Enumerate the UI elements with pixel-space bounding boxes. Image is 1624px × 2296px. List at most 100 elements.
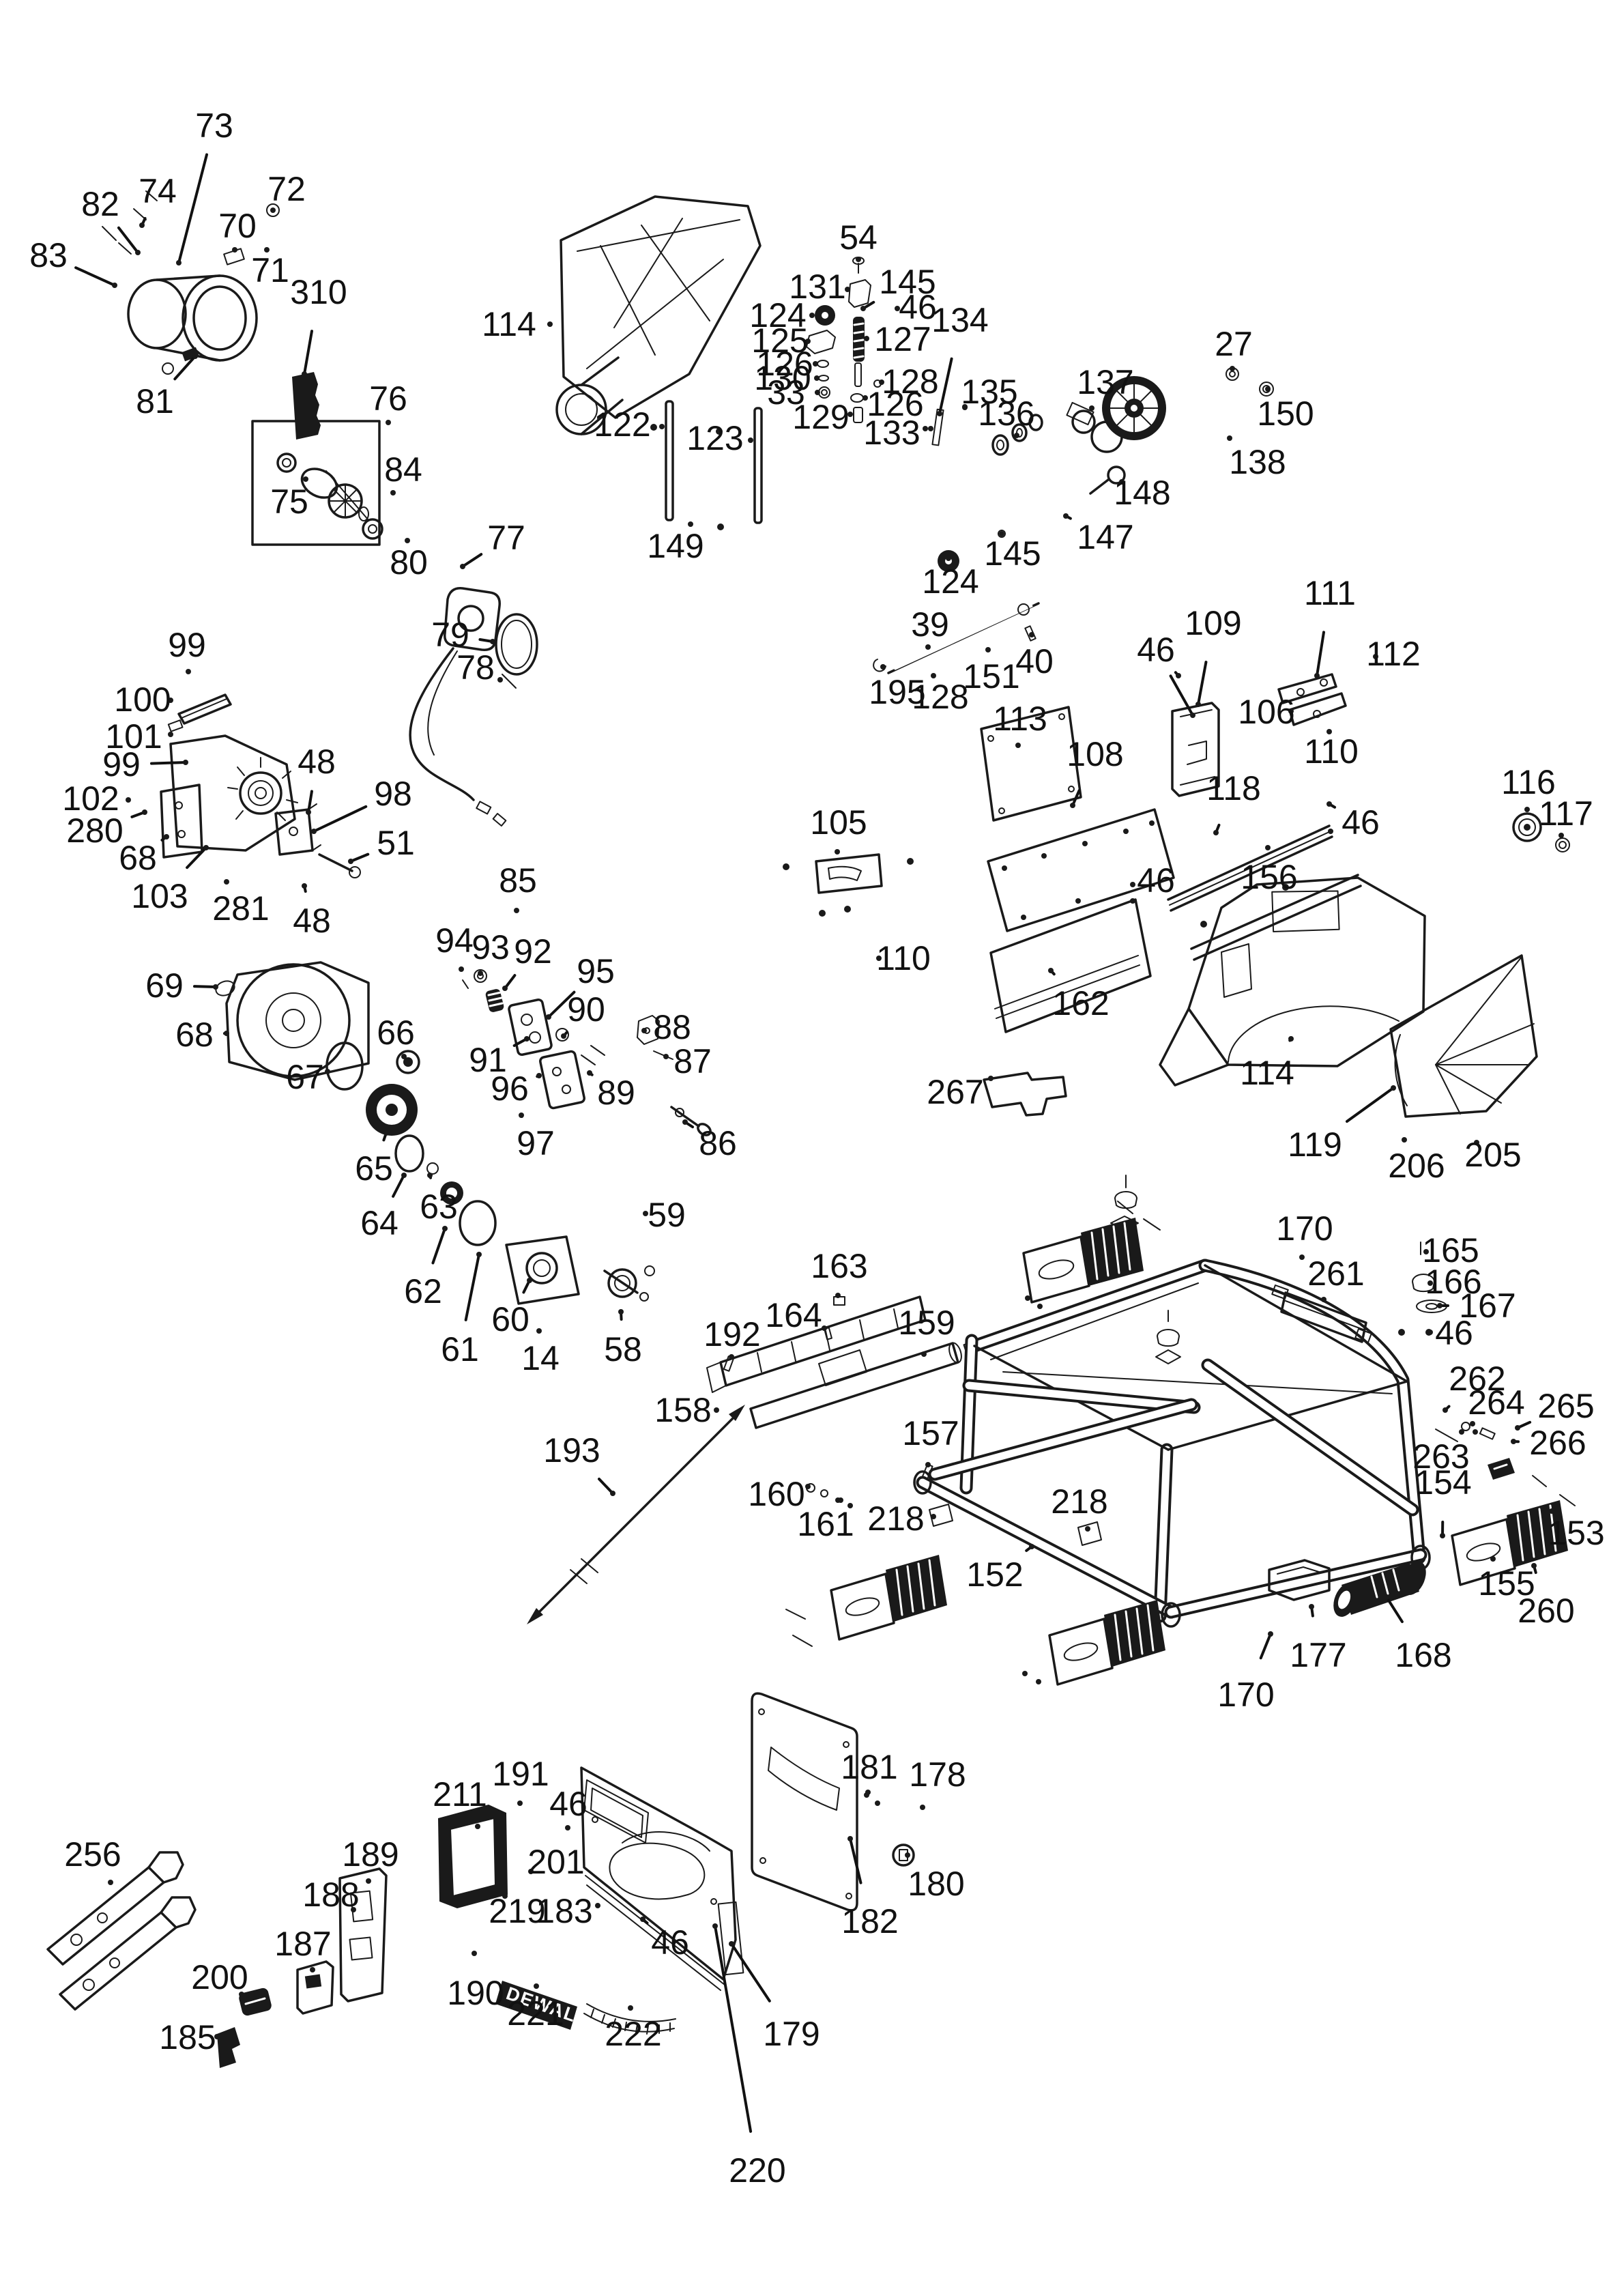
part-label-180: 180 (908, 1865, 964, 1903)
fastener-dot (847, 1836, 853, 1841)
part-label-48: 48 (293, 902, 331, 940)
leader-line (1385, 1596, 1404, 1624)
part-label-65: 65 (355, 1149, 393, 1188)
fastener-dot (325, 1069, 330, 1074)
fastener-dot (856, 257, 861, 262)
fastener-dot (390, 490, 396, 496)
fastener-dot (270, 207, 276, 213)
part-label-136: 136 (978, 394, 1034, 433)
fastener-dot (1176, 673, 1181, 678)
fastener-dot (1384, 1594, 1389, 1600)
stator-drawing (409, 587, 538, 827)
fastener-dot (547, 321, 553, 327)
fastener-dot (1288, 708, 1294, 714)
part-label-110: 110 (1304, 732, 1359, 771)
fastener-dot (809, 313, 815, 318)
fastener-dot (427, 1173, 433, 1178)
fastener-dot (1314, 673, 1320, 678)
part-label-123: 123 (686, 419, 743, 457)
part-label-91: 91 (469, 1041, 507, 1079)
part-label-158: 158 (654, 1391, 711, 1429)
part-label-14: 14 (521, 1339, 560, 1377)
leader-line (938, 357, 953, 415)
part-label-85: 85 (499, 861, 537, 900)
part-label-68: 68 (119, 839, 157, 877)
fence-rails-drawing (1167, 824, 1362, 961)
part-label-264: 264 (1468, 1383, 1524, 1422)
leader-line (464, 1253, 480, 1321)
part-label-162: 162 (1052, 984, 1109, 1022)
part-label-256: 256 (64, 1835, 121, 1874)
switch-plates-drawing (462, 969, 712, 1136)
part-label-117: 117 (1539, 794, 1593, 833)
fastener-dot (213, 984, 218, 990)
part-label-157: 157 (902, 1414, 959, 1452)
fastener-dot (1437, 1303, 1442, 1308)
part-label-46: 46 (899, 288, 937, 326)
part-label-149: 149 (647, 527, 704, 565)
fastener-dot (168, 698, 173, 703)
fastener-dot (405, 538, 410, 543)
part-label-73: 73 (195, 106, 233, 145)
fastener-dot (126, 797, 131, 803)
part-label-60: 60 (491, 1300, 530, 1338)
fastener-dot (847, 412, 853, 417)
part-label-138: 138 (1229, 443, 1286, 481)
fastener-dot (192, 354, 198, 359)
leader-line (461, 553, 483, 568)
fastener-dot (183, 760, 188, 765)
leader-line (117, 226, 139, 254)
fastener-dot (490, 639, 495, 644)
part-label-75: 75 (270, 483, 308, 521)
fastener-dot (142, 809, 147, 815)
part-label-164: 164 (765, 1296, 822, 1334)
fastener-dot (366, 1878, 371, 1884)
part-label-131: 131 (789, 268, 845, 306)
part-label-178: 178 (909, 1755, 966, 1794)
part-label-51: 51 (377, 824, 415, 862)
part-label-114: 114 (1240, 1054, 1294, 1092)
panels-drawing (783, 706, 1175, 1117)
part-label-81: 81 (136, 382, 174, 420)
part-label-159: 159 (898, 1304, 955, 1342)
part-label-260: 260 (1518, 1592, 1574, 1630)
part-label-188: 188 (302, 1876, 359, 1914)
fastener-dot (1227, 435, 1232, 441)
leg-stand-drawing (913, 1259, 1431, 1628)
leader-line (177, 153, 208, 264)
fastener-dot (383, 1130, 389, 1136)
fastener-dot (865, 1790, 871, 1795)
part-label-155: 155 (1478, 1564, 1535, 1603)
part-label-261: 261 (1307, 1254, 1364, 1293)
fastener-dot (835, 1497, 841, 1503)
part-label-102: 102 (62, 779, 119, 818)
leader-line (714, 1925, 753, 2133)
part-label-92: 92 (514, 932, 552, 971)
leader-line (1197, 661, 1208, 706)
fastener-dot (1029, 632, 1034, 637)
part-label-265: 265 (1537, 1387, 1594, 1425)
fastener-dot (1048, 968, 1054, 973)
fastener-dot (527, 1278, 532, 1283)
fastener-dot (1427, 1280, 1433, 1286)
leader-line (392, 1174, 405, 1198)
leader-line (307, 790, 313, 814)
fastener-dot (401, 1054, 407, 1059)
fastener-dot (351, 1907, 356, 1912)
part-label-74: 74 (139, 172, 177, 210)
fastener-dot (659, 424, 665, 429)
fastener-dot (1549, 1508, 1554, 1514)
part-label-54: 54 (839, 218, 878, 257)
part-label-145: 145 (984, 534, 1041, 573)
part-label-124: 124 (749, 296, 806, 334)
fastener-dot (1373, 654, 1378, 659)
part-label-97: 97 (517, 1124, 555, 1162)
part-label-78: 78 (456, 648, 495, 687)
part-label-266: 266 (1529, 1424, 1586, 1462)
leader-line (173, 355, 197, 381)
fastener-dot (835, 849, 840, 855)
part-label-118: 118 (1206, 769, 1261, 807)
fastener-dot (1268, 1631, 1273, 1637)
part-label-181: 181 (841, 1748, 897, 1786)
